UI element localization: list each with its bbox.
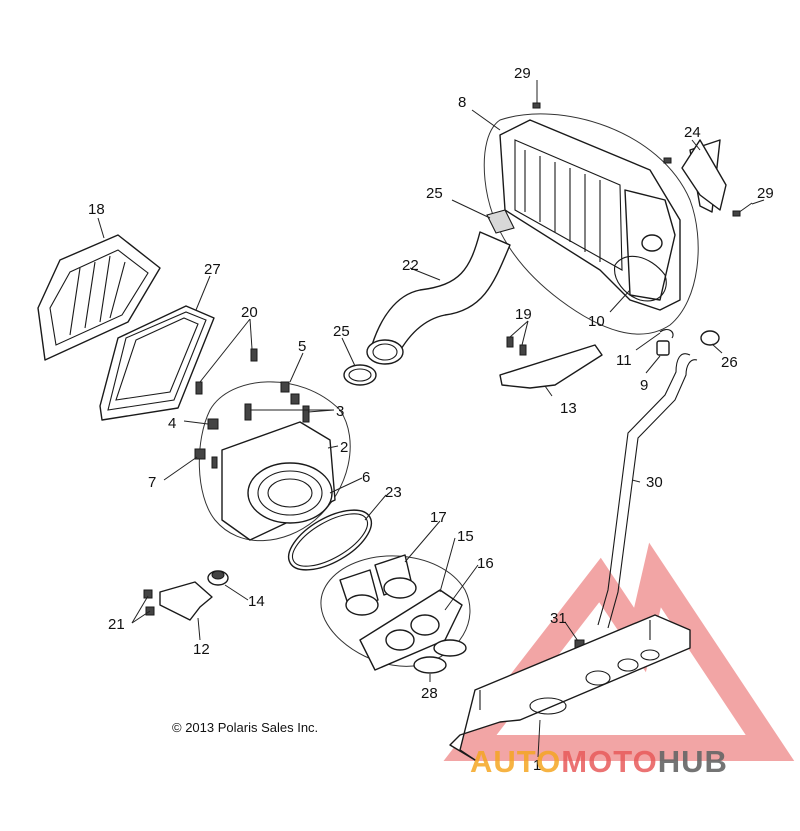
callout-29-right: 29 [757,185,774,202]
nut-4 [207,418,219,430]
bolt-19-b [519,344,527,356]
clamp-25-top [486,209,515,234]
callout-25-top: 25 [426,185,443,202]
callout-4: 4 [168,415,176,432]
callout-14: 14 [248,593,265,610]
callout-labels: 29 8 24 29 25 22 18 27 20 25 5 19 10 11 … [88,65,774,774]
callout-31: 31 [550,610,567,627]
bolt-21-a [143,589,153,599]
callout-23: 23 [385,484,402,501]
callout-16: 16 [477,555,494,572]
callout-22: 22 [402,257,419,274]
callout-18: 18 [88,201,105,218]
callout-21: 21 [108,616,125,633]
screw-20-a [250,348,258,362]
callout-2: 2 [340,439,348,456]
callout-20: 20 [241,304,258,321]
callout-8: 8 [458,94,466,111]
bolt-19-a [506,336,514,348]
clip-11 [659,329,674,339]
airbox-lower-2 [198,381,351,542]
screw-29-top [532,102,541,109]
callout-10: 10 [588,313,605,330]
clamp-25-lower [343,364,377,386]
callout-13: 13 [560,400,577,417]
nut-7 [194,448,206,460]
callout-7: 7 [148,474,156,491]
callout-19: 19 [515,306,532,323]
watermark-brand-auto: AUTO [470,744,562,779]
callout-30: 30 [646,474,663,491]
skid-plate-1 [449,614,691,761]
cap-9 [656,340,670,356]
screw-3-b [302,405,310,423]
callout-29-top: 29 [514,65,531,82]
watermark-brand-hub: HUB [657,744,728,779]
callout-17: 17 [430,509,447,526]
watermark-brand-moto: MOTO [561,744,658,779]
leader-lines [97,80,765,758]
callout-15: 15 [457,528,474,545]
callout-25-lower: 25 [333,323,350,340]
clamp-28-b [433,639,467,657]
callout-28: 28 [421,685,438,702]
filter-element-27 [99,305,215,421]
band-23 [287,509,373,571]
watermark-brand: AUTOMOTOHUB [470,744,728,780]
callout-27: 27 [204,261,221,278]
screw-29-right [732,210,741,217]
callout-3: 3 [336,403,344,420]
watermark-logo [443,542,795,761]
gasket-24 [681,139,727,211]
screw-20-b [195,381,203,395]
callout-1: 1 [533,757,541,774]
callout-12: 12 [193,641,210,658]
callout-24: 24 [684,124,701,141]
callout-11: 11 [616,352,632,369]
copyright-text: © 2013 Polaris Sales Inc. [172,720,319,735]
screw-3-a [244,403,252,421]
airbox-part [483,113,721,335]
callout-6: 6 [362,469,370,486]
callout-9: 9 [640,377,648,394]
bracket-12 [159,581,213,621]
clamp-28-a [413,656,447,674]
filter-cover-18 [37,234,161,361]
cap-26 [700,330,720,346]
outlet-cover-15 [320,555,471,671]
callout-26: 26 [721,354,738,371]
hose-17-a-end [345,594,379,616]
nut-5 [280,381,290,393]
drain-tube-30 [597,353,698,629]
bracket-13 [499,344,603,389]
callout-5: 5 [298,338,306,355]
